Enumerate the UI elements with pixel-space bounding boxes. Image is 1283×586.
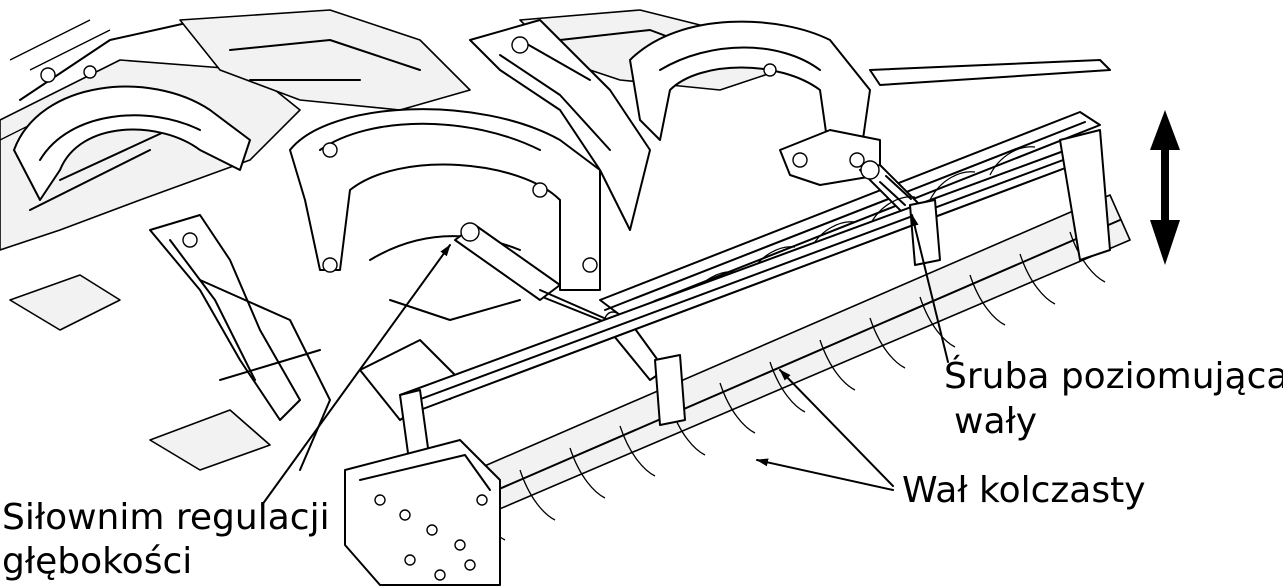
leader-line-cylinder — [261, 244, 451, 506]
depth-cylinder — [454, 222, 626, 331]
cylinder-label-line2: głębokości — [2, 541, 193, 582]
roller-label: Wał kolczasty — [902, 470, 1146, 511]
center-arch-frame — [289, 19, 651, 421]
right-arch-frame — [629, 20, 881, 186]
left-arch-frame — [9, 65, 331, 471]
screw-label-line2: wały — [954, 401, 1038, 442]
screw-label-line1: Śruba poziomująca — [944, 356, 1283, 397]
end-plate — [344, 439, 501, 586]
upper-cross-beam — [599, 59, 1111, 316]
leader-line-screw — [910, 214, 949, 363]
leader-line-roller-spike — [756, 458, 894, 491]
leader-line-roller-frame — [779, 369, 894, 487]
double-arrow-icon — [1150, 110, 1180, 265]
cylinder-label-line1: Siłownim regulacji — [2, 497, 330, 538]
